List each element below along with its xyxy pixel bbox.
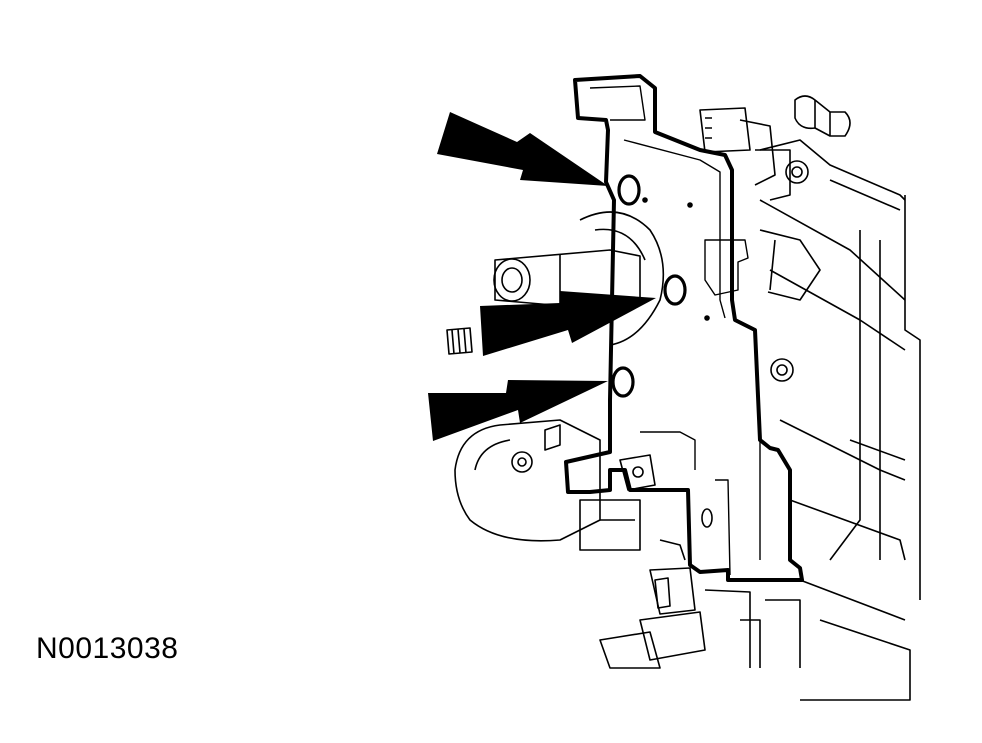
callout-arrow-3 [428, 380, 608, 441]
wire-clip [619, 229, 821, 491]
lower-connector [599, 539, 801, 669]
bolt-hole-middle [663, 274, 687, 306]
mounting-bracket [564, 74, 804, 582]
callout-arrow-2 [480, 291, 656, 356]
figure-id-label: N0013038 [36, 632, 179, 665]
switch-housing [454, 419, 641, 551]
bolt-hole-lower [611, 366, 635, 398]
grommet-plug [794, 95, 851, 137]
bolt-hole-upper [617, 174, 641, 206]
background-housing [759, 139, 921, 701]
bracket-inner-edge [589, 85, 761, 576]
return-spring [446, 327, 473, 355]
plate-details [642, 160, 809, 528]
top-connector [699, 107, 791, 201]
callout-arrow-1 [437, 112, 608, 186]
